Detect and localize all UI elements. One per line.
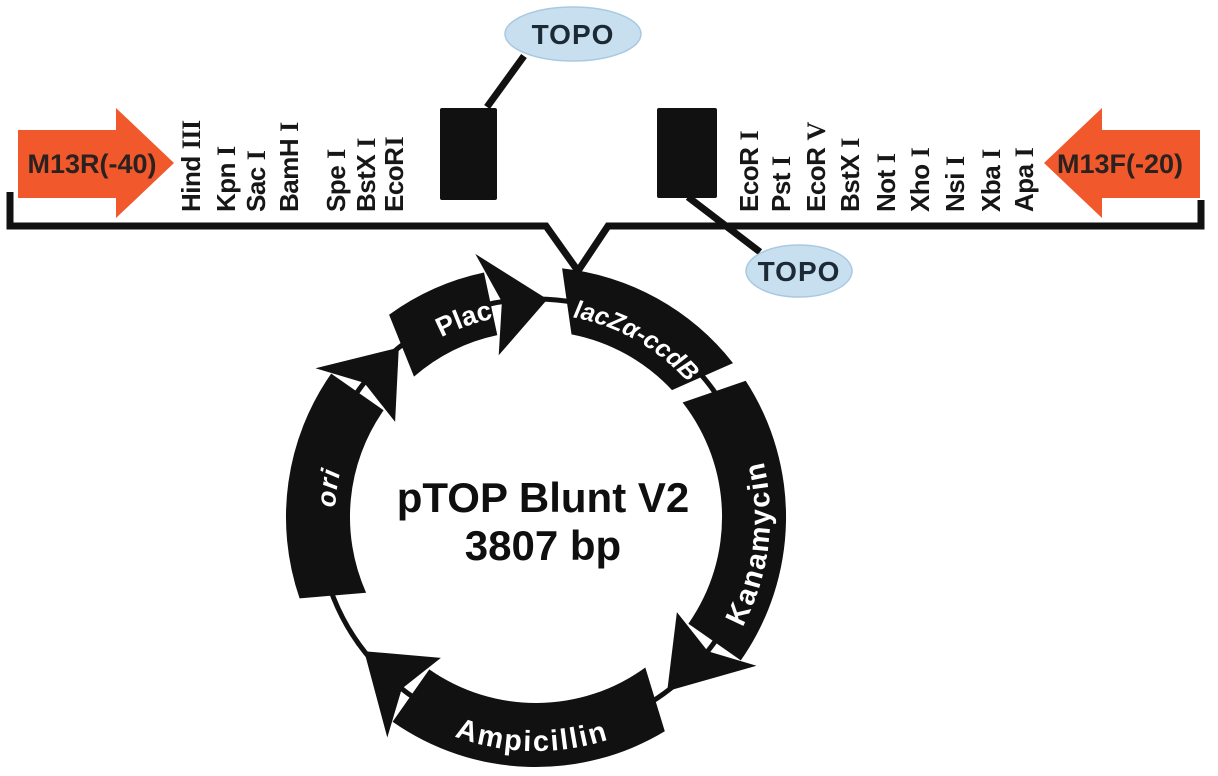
restriction-site-left-1: KpnI <box>211 146 241 212</box>
restriction-site-right-5: XhoI <box>905 147 935 212</box>
restriction-site-left-6: EcoRI <box>379 137 409 212</box>
topo-bubble-top <box>504 6 642 62</box>
restriction-site-left-0: HindIII <box>176 120 206 212</box>
m13r-primer-arrow <box>18 108 174 218</box>
plasmid-name: pTOP Blunt V2 <box>397 474 689 521</box>
restriction-site-right-1: PstI <box>766 156 796 212</box>
m13f-primer-label: M13F(-20) <box>1057 149 1183 179</box>
restriction-site-left-2: SacI <box>241 150 271 212</box>
topo-site-block-left <box>440 108 497 200</box>
restriction-site-right-4: NotI <box>871 153 901 212</box>
feature-arc-lacza-ccdb <box>562 268 733 391</box>
feature-arrowhead-plac <box>475 253 548 356</box>
m13f-primer-arrow <box>1044 108 1200 218</box>
topo-callout-line-bottom <box>685 194 763 255</box>
topo-label-top: TOPO <box>532 19 615 50</box>
restriction-site-right-7: XbaI <box>976 149 1006 212</box>
restriction-site-right-3: BstXI <box>835 138 865 212</box>
feature-label-ori: ori <box>311 466 345 509</box>
feature-arc-kanamycin <box>682 380 787 661</box>
feature-arrowhead-ampicillin <box>364 651 441 738</box>
feature-arrowhead-ori <box>315 347 399 422</box>
topo-bubble-bottom <box>745 244 853 298</box>
topo-site-block-right <box>657 108 717 198</box>
topo-callout-line-top <box>484 53 527 110</box>
restriction-site-right-0: EcoRI <box>734 131 764 212</box>
m13r-primer-label: M13R(-40) <box>27 149 156 179</box>
restriction-site-left-4: SpeI <box>321 149 351 212</box>
restriction-site-left-3: BamHI <box>274 122 304 212</box>
restriction-site-left-5: BstXI <box>351 138 381 212</box>
feature-arc-plac <box>389 272 498 377</box>
restriction-site-right-6: NsiI <box>940 156 970 212</box>
feature-arc-ori <box>285 373 384 599</box>
plasmid-size: 3807 bp <box>465 522 621 569</box>
restriction-site-right-2: EcoRV <box>801 122 831 212</box>
feature-arc-ampicillin <box>392 667 665 768</box>
restriction-site-right-8: ApaI <box>1009 147 1039 212</box>
topo-label-bottom: TOPO <box>758 256 841 287</box>
feature-arrowhead-kanamycin <box>667 612 757 692</box>
svg-text:ori: ori <box>311 466 346 509</box>
